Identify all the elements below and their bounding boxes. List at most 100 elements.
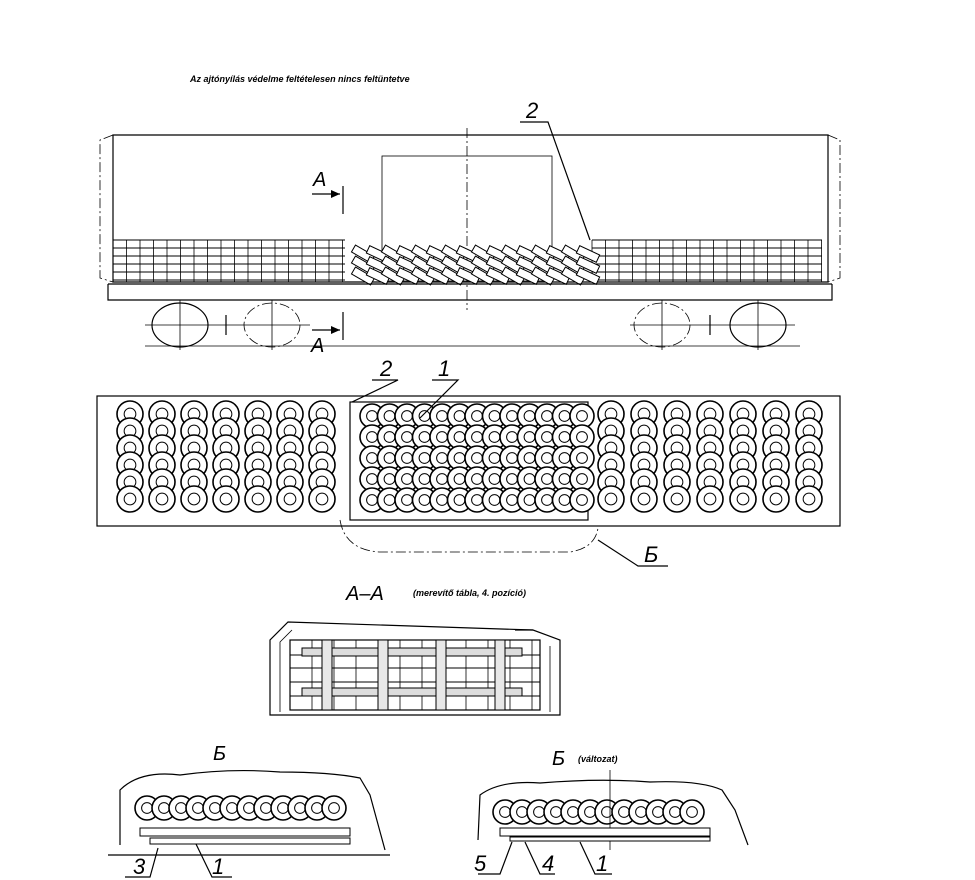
coil-core (383, 410, 396, 422)
coil-core (488, 431, 501, 443)
coil-core (576, 431, 588, 443)
coil-core (637, 492, 651, 506)
stiffener-board (499, 827, 711, 837)
coil-core (401, 431, 413, 443)
wagon-side-view: Az ajtónyílás védelme feltételesen nincs… (99, 74, 841, 357)
tilted-coil (575, 245, 601, 263)
coil-core (558, 431, 571, 443)
coil-core (558, 410, 571, 422)
base-board (509, 836, 711, 842)
stiffener-post (321, 639, 333, 711)
coil-core (541, 494, 553, 506)
coil-core (383, 473, 396, 485)
coil-core (401, 473, 413, 485)
coil-core (328, 802, 340, 814)
frame (107, 284, 833, 301)
tilted-coil (380, 266, 406, 286)
top-note: Az ajtónyílás védelme feltételesen nincs… (189, 74, 410, 84)
coil-core (506, 452, 518, 464)
coil-core (550, 806, 562, 818)
coil-core (669, 806, 681, 818)
coil-core (453, 410, 466, 422)
coil-core (453, 452, 466, 464)
plan-pos-label-2: 2 (379, 356, 392, 381)
coil-core (506, 494, 518, 506)
coil-core (567, 806, 579, 818)
detail-bv-subtitle: (változat) (578, 754, 618, 764)
coil-core (401, 452, 413, 464)
coil-core (187, 492, 201, 506)
wagon-plan-view: 2 1 Б (96, 356, 841, 567)
coil-core (436, 452, 448, 464)
leader-pos5 (478, 841, 513, 875)
coil-core (618, 806, 630, 818)
coil-core (506, 473, 518, 485)
coil-core (209, 802, 221, 814)
coil-core (294, 802, 306, 814)
leader-pos4 (524, 841, 555, 875)
coil-core (541, 473, 553, 485)
leader-pos1-plan (419, 379, 460, 419)
grid-lines (289, 639, 540, 711)
coil-core (277, 802, 289, 814)
section-subtitle: (merevítő tábla, 4. pozíció) (413, 588, 526, 598)
coil-core (471, 452, 483, 464)
detail-b-pos1: 1 (212, 854, 224, 879)
coil-core (652, 806, 664, 818)
coil-core (541, 431, 553, 443)
coil-core (516, 806, 528, 818)
coil-core (175, 802, 187, 814)
section-label-lower: A (310, 335, 324, 357)
coil-core (418, 410, 431, 422)
load-tilted-middle (350, 244, 601, 286)
coils-left (116, 400, 336, 513)
tilted-coil (410, 266, 436, 286)
pos-label-2: 2 (525, 98, 538, 123)
coil-core (576, 452, 588, 464)
detail-b-pos3: 3 (133, 854, 146, 879)
coil-core (311, 802, 323, 814)
tilted-coil (530, 266, 556, 286)
coil-core (141, 802, 153, 814)
section-a-a: A–A (merevítő tábla, 4. pozíció) (269, 583, 561, 716)
coil-core (558, 473, 571, 485)
coils-middle (359, 403, 595, 513)
coil-core (584, 806, 596, 818)
tilted-coil (365, 267, 391, 285)
leader-pos2 (520, 121, 591, 241)
detail-b-variant: Б (változat) 5 4 1 (474, 748, 749, 876)
plan-outline (96, 395, 841, 527)
leader-pos2-plan (351, 379, 399, 403)
coil-core (506, 410, 518, 422)
coil-core (558, 494, 571, 506)
section-title: A–A (345, 583, 384, 605)
coil-core (576, 473, 588, 485)
leader-pos1 (195, 843, 232, 878)
coil-core (703, 492, 717, 506)
coil-core (436, 494, 448, 506)
coil-core (418, 473, 431, 485)
coil-core (488, 452, 501, 464)
tilted-coil (485, 267, 511, 285)
coil-core (523, 473, 536, 485)
wagon-end-left (99, 134, 114, 283)
base-board (149, 837, 351, 845)
stiffener-board (139, 827, 351, 837)
detail-bv-pos4: 4 (542, 851, 554, 876)
coil-core (488, 494, 501, 506)
coil-core (736, 492, 750, 506)
coil-core (366, 410, 378, 422)
detail-bv-pos5: 5 (474, 851, 487, 876)
detail-bv-coils (492, 799, 705, 825)
stiffener-post (435, 639, 447, 711)
plan-label-b: Б (644, 542, 658, 567)
coil-core (243, 802, 255, 814)
coil-core (471, 410, 483, 422)
coil-core (471, 473, 483, 485)
tilted-coil (515, 267, 541, 285)
coil-core (523, 452, 536, 464)
detail-bv-pos1: 1 (596, 851, 608, 876)
coil-core (436, 473, 448, 485)
tilted-coil (470, 266, 496, 286)
